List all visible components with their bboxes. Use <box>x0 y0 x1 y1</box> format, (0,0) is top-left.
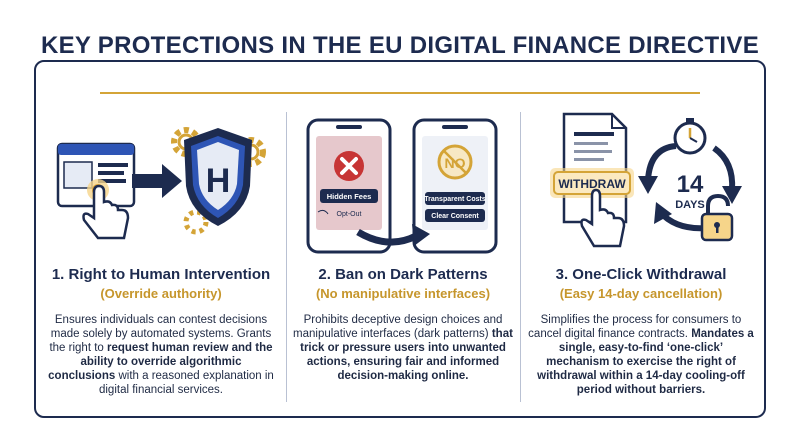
hidden-fees-button[interactable] <box>320 189 378 203</box>
illustration-human-intervention: H <box>46 100 276 260</box>
x-circle-icon <box>334 151 364 181</box>
transparent-costs-label: Transparent Costs <box>424 196 486 203</box>
opt-out-link[interactable]: Opt-Out <box>337 211 362 218</box>
desc-bold: request human review and the ability to … <box>48 342 273 382</box>
heading-human-intervention: 1. Right to Human Intervention <box>51 266 271 283</box>
hidden-fees-label: Hidden Fees <box>327 192 372 201</box>
desc-text: Simplifies the process for consumers to … <box>528 314 742 340</box>
human-intervention-art: H <box>56 127 266 240</box>
column-withdrawal: WITHDRAW 14 DAYS <box>526 100 756 397</box>
column-divider <box>520 112 521 402</box>
cycle-unit: DAYS <box>675 199 705 211</box>
no-badge-text: NO <box>445 155 466 171</box>
desc-text: with a reasoned explanation in digital f… <box>98 370 274 396</box>
heading-dark-patterns: 2. Ban on Dark Patterns <box>318 266 488 283</box>
browser-window-icon <box>56 142 136 208</box>
column-human-intervention: H 1. Right to Human Intervention (Overri… <box>46 100 276 397</box>
pointing-hand-icon <box>82 179 130 240</box>
subheading-human-intervention: (Override authority) <box>100 286 222 301</box>
column-divider <box>286 112 287 402</box>
subheading-withdrawal: (Easy 14-day cancellation) <box>559 286 723 301</box>
heading-withdrawal: 3. One-Click Withdrawal <box>555 266 727 283</box>
shield-icon: H <box>184 128 252 226</box>
description-dark-patterns: Prohibits deceptive design choices and m… <box>288 313 518 383</box>
illustration-dark-patterns: Hidden Fees Opt-Out NO Transparent Costs… <box>288 100 518 260</box>
description-withdrawal: Simplifies the process for consumers to … <box>526 313 756 397</box>
illustration-withdrawal: WITHDRAW 14 DAYS <box>526 100 756 260</box>
title-underline <box>100 92 700 94</box>
pointing-hand-icon <box>580 188 626 248</box>
desc-text: Ensures individuals can contest decision… <box>49 314 272 354</box>
no-sign-icon: NO <box>437 144 473 180</box>
title-wrap: KEY PROTECTIONS IN THE EU DIGITAL FINANC… <box>0 32 800 60</box>
desc-bold: that trick or pressure users into unwant… <box>300 328 513 382</box>
column-dark-patterns: Hidden Fees Opt-Out NO Transparent Costs… <box>288 100 518 383</box>
shield-letter: H <box>206 162 231 200</box>
transparent-costs-button[interactable] <box>425 192 485 205</box>
dark-patterns-art: Hidden Fees Opt-Out NO Transparent Costs… <box>306 118 498 254</box>
desc-bold: Mandates a single, easy-to-find ‘one-cli… <box>537 328 754 396</box>
smartphone-icon <box>306 118 392 254</box>
cycle-number: 14 <box>677 171 704 198</box>
clear-consent-label: Clear Consent <box>431 213 479 220</box>
desc-text: Prohibits deceptive design choices and m… <box>293 314 503 340</box>
withdrawal-art: WITHDRAW 14 DAYS <box>550 112 742 248</box>
arrow-icon <box>356 224 430 246</box>
stopwatch-icon <box>673 118 707 155</box>
outer-frame <box>34 60 766 418</box>
description-human-intervention: Ensures individuals can contest decision… <box>46 313 276 397</box>
clear-consent-button[interactable] <box>425 209 485 222</box>
withdraw-label: WITHDRAW <box>558 177 626 191</box>
arrow-icon <box>132 164 182 198</box>
padlock-icon <box>700 193 734 242</box>
subheading-dark-patterns: (No manipulative interfaces) <box>315 286 491 301</box>
page-title: KEY PROTECTIONS IN THE EU DIGITAL FINANC… <box>26 32 774 60</box>
